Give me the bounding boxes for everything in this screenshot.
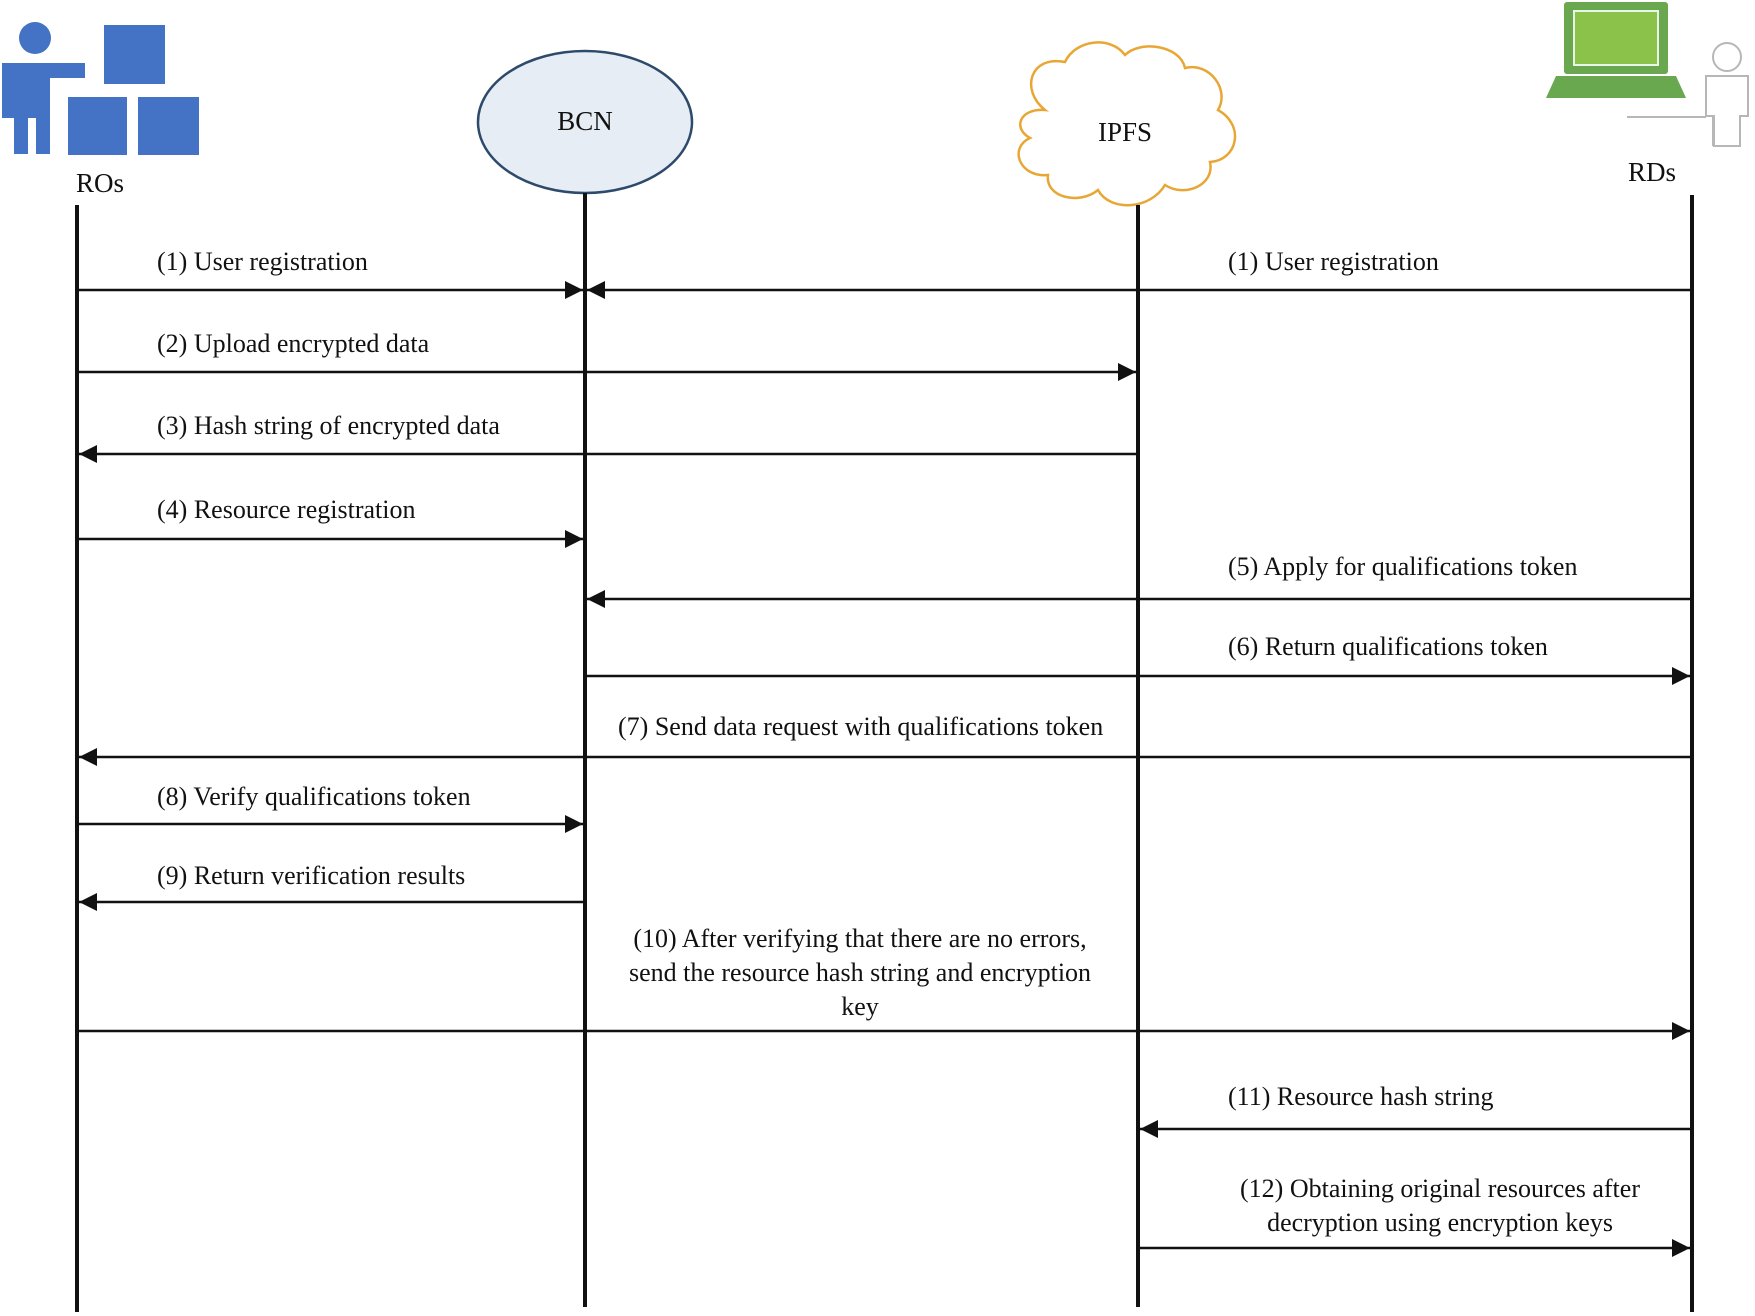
message-label-line: key [841, 992, 879, 1021]
message-label-line: (1) User registration [1228, 247, 1439, 276]
message-label-line: (8) Verify qualifications token [157, 782, 471, 811]
message-label-line: (5) Apply for qualifications token [1228, 552, 1577, 581]
message-label-6: (5) Apply for qualifications token [1228, 552, 1577, 581]
message-label-line: (12) Obtaining original resources after [1240, 1174, 1640, 1203]
message-group: (1) User registration (1) User registrati… [79, 247, 1690, 1257]
organization-icon [2, 22, 199, 155]
message-label-4: (3) Hash string of encrypted data [157, 411, 500, 440]
message-label-line: send the resource hash string and encryp… [629, 958, 1091, 987]
message-label-11: (10) After verifying that there are no e… [629, 924, 1091, 1021]
message-label-line: (6) Return qualifications token [1228, 632, 1548, 661]
message-label-9: (8) Verify qualifications token [157, 782, 471, 811]
message-label-10: (9) Return verification results [157, 861, 465, 890]
actor-label-ipfs: IPFS [1098, 117, 1152, 147]
message-label-13: (12) Obtaining original resources after d… [1240, 1174, 1640, 1237]
message-label-line: decryption using encryption keys [1267, 1208, 1613, 1237]
message-label-line: (9) Return verification results [157, 861, 465, 890]
cloud-icon [1017, 41, 1237, 207]
message-label-1: (1) User registration [157, 247, 368, 276]
actor-label-rds: RDs [1628, 157, 1676, 187]
message-label-line: (2) Upload encrypted data [157, 329, 430, 358]
message-label-line: (1) User registration [157, 247, 368, 276]
message-label-2: (1) User registration [1228, 247, 1439, 276]
message-label-5: (4) Resource registration [157, 495, 415, 524]
laptop-user-icon [1546, 2, 1749, 147]
message-label-8: (7) Send data request with qualification… [618, 712, 1103, 741]
message-label-line: (7) Send data request with qualification… [618, 712, 1103, 741]
message-label-7: (6) Return qualifications token [1228, 632, 1548, 661]
message-label-3: (2) Upload encrypted data [157, 329, 430, 358]
actor-label-ros: ROs [76, 168, 124, 198]
message-label-line: (11) Resource hash string [1228, 1082, 1493, 1111]
message-label-line: (3) Hash string of encrypted data [157, 411, 500, 440]
message-label-12: (11) Resource hash string [1228, 1082, 1493, 1111]
message-label-line: (4) Resource registration [157, 495, 415, 524]
message-label-line: (10) After verifying that there are no e… [633, 924, 1086, 953]
actor-label-bcn: BCN [557, 106, 613, 136]
